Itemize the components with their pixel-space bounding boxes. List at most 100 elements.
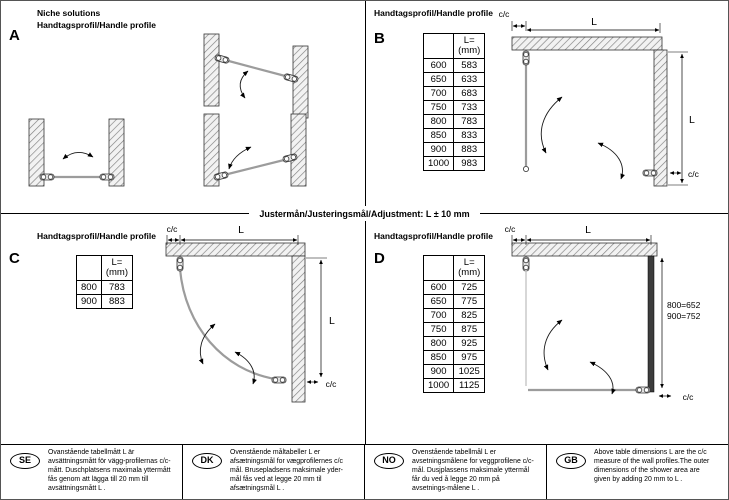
cc-bottom-label: c/c <box>683 392 695 402</box>
language-badge-gb: GB <box>556 453 586 469</box>
swing-arrow <box>198 323 216 365</box>
table-header-l-label: L= <box>463 35 475 46</box>
footer-text-gb: Above table dimensions L are the c/c mea… <box>594 449 710 483</box>
footer-col-gb: GB Above table dimensions L are the c/c … <box>547 445 728 499</box>
diagram-c-round: c/c L L c/c <box>165 224 338 403</box>
table-cell: 825 <box>453 308 486 323</box>
divider-vertical-bottom <box>365 221 366 444</box>
l-top-label: L <box>585 224 591 236</box>
hinge-profile <box>176 256 184 272</box>
swing-arrow <box>597 142 625 180</box>
wall-left <box>203 33 220 107</box>
table-cell: 783 <box>453 114 486 129</box>
section-d-letter: D <box>374 250 385 267</box>
table-header-mm-label: (mm) <box>458 45 481 56</box>
wall-profile <box>642 169 658 177</box>
table-header-l-label: L= <box>463 257 475 268</box>
table-header-l: L= (mm) <box>453 255 486 281</box>
annotation-line1: 800=652 <box>667 300 701 310</box>
hinge-profile <box>522 50 530 66</box>
l-top-label: L <box>591 16 597 28</box>
diagram-b-corner: c/c L L c/c <box>499 9 700 187</box>
l-right-label: L <box>689 114 695 126</box>
hinge-profile <box>39 173 55 181</box>
table-cell: 1000 <box>422 156 455 171</box>
table-cell: 883 <box>100 294 134 309</box>
swing-arrow <box>239 70 249 99</box>
cc-bottom-label: c/c <box>326 379 338 389</box>
door-handle-knob <box>522 165 529 172</box>
section-b: Handtagsprofil/Handle profile B L= (mm) … <box>366 1 728 206</box>
section-a-title: Niche solutions Handtagsprofil/Handle pr… <box>37 7 156 31</box>
wall-left <box>203 113 220 187</box>
section-b-letter: B <box>374 30 385 47</box>
language-badge-se: SE <box>10 453 40 469</box>
footer-col-dk: DK Ovenstående måltabeller L er afsætnin… <box>183 445 365 499</box>
section-a: Niche solutions Handtagsprofil/Handle pr… <box>1 1 365 206</box>
table-cell: 1125 <box>453 378 486 393</box>
section-a-title-line1: Niche solutions <box>37 8 101 18</box>
cc-bottom-label: c/c <box>688 169 700 179</box>
door-panel <box>223 157 289 177</box>
swing-arrow <box>62 152 94 160</box>
diagram-d-corner-panel: c/c L 800=652 900=752 c/c <box>505 224 701 402</box>
wall-top <box>511 242 658 257</box>
wall-right <box>108 118 125 187</box>
l-right-label: L <box>329 315 335 327</box>
section-c-letter: C <box>9 250 20 267</box>
door-panel <box>224 58 290 79</box>
section-b-title: Handtagsprofil/Handle profile <box>374 8 494 18</box>
wall-left <box>28 118 45 187</box>
footer-text-dk: Ovenstående måltabeller L er afsætningsm… <box>230 449 343 492</box>
table-header-row: L= (mm) <box>422 255 486 281</box>
adjustment-text: Justermån/Justeringsmål/Adjustment: L ± … <box>259 208 470 219</box>
footer-text-se: Ovanstående tabellmått L är avsättningsm… <box>48 449 171 492</box>
language-badge-dk: DK <box>192 453 222 469</box>
footer-language-notes: SE Ovanstående tabellmått L är avsättnin… <box>1 445 728 499</box>
hinge-profile <box>522 256 530 272</box>
divider-horizontal-footer <box>1 444 728 445</box>
footer-col-no: NO Ovenstående tabellmål L er avsetnings… <box>365 445 547 499</box>
divider-vertical-top <box>365 1 366 206</box>
cc-top-label: c/c <box>505 224 517 234</box>
swing-arrow <box>589 361 616 395</box>
table-header-mm-label: (mm) <box>458 267 481 278</box>
footer-col-se: SE Ovanstående tabellmått L är avsättnin… <box>1 445 183 499</box>
table-header-l-label: L= <box>111 257 123 268</box>
handle-profile <box>99 173 115 181</box>
handle-profile <box>271 376 287 384</box>
swing-arrow <box>228 146 252 170</box>
rule-right <box>479 213 728 214</box>
swing-arrow <box>540 96 563 154</box>
wall-right <box>290 113 307 187</box>
table-cell: 983 <box>453 156 486 171</box>
swing-arrow <box>234 351 257 385</box>
section-a-title-line2: Handtagsprofil/Handle profile <box>37 20 157 30</box>
language-badge-no: NO <box>374 453 404 469</box>
footer-text-no: Ovenstående tabellmål L er avsetningsmål… <box>412 449 534 492</box>
swing-arrow <box>543 319 563 371</box>
fixed-side-panel <box>647 255 655 393</box>
cc-top-label: c/c <box>499 9 511 19</box>
handle-profile <box>635 386 651 394</box>
wall-top <box>511 36 663 51</box>
section-c-title: Handtagsprofil/Handle profile <box>37 231 157 241</box>
section-d-title: Handtagsprofil/Handle profile <box>374 231 494 241</box>
wall-top <box>165 242 306 257</box>
table-header-mm-label: (mm) <box>105 267 129 278</box>
section-d: Handtagsprofil/Handle profile D L= (mm) … <box>366 222 728 444</box>
table-header-empty <box>422 255 455 281</box>
curved-door-panel <box>178 268 276 381</box>
